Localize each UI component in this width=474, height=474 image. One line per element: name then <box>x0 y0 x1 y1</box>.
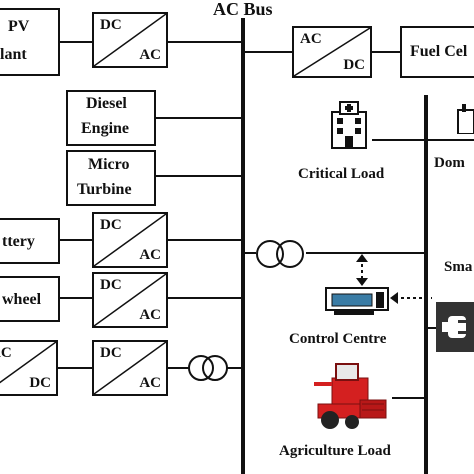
micro-label-line1: Micro <box>88 156 130 173</box>
converter-input-label: DC <box>100 277 122 293</box>
domestic-load-label: Dom <box>434 155 465 171</box>
dc-ac-converter-bottom: DC AC <box>92 340 168 396</box>
transformer-icon <box>256 240 304 268</box>
micro-turbine-box: Micro Turbine <box>66 150 156 206</box>
pv-plant-label-line2: lant <box>0 46 27 63</box>
converter-output-label: DC <box>29 375 51 391</box>
plug-icon <box>436 302 474 352</box>
flywheel-label: wheel <box>2 291 42 308</box>
converter-input-label: AC <box>300 31 322 47</box>
diesel-label-line1: Diesel <box>86 95 127 112</box>
pv-plant-box: PV lant <box>0 8 60 76</box>
critical-load-label: Critical Load <box>298 166 385 182</box>
converter-output-label: AC <box>139 247 161 263</box>
converter-input-label: DC <box>100 17 122 33</box>
battery-label: ttery <box>2 233 35 250</box>
converter-input-label: AC <box>0 345 12 361</box>
converter-input-label: DC <box>100 345 122 361</box>
agriculture-load-label: Agriculture Load <box>279 443 391 459</box>
flywheel-box: wheel <box>0 276 60 322</box>
transformer-icon <box>188 355 228 381</box>
converter-input-label: DC <box>100 217 122 233</box>
hospital-icon <box>331 101 367 149</box>
diesel-engine-box: Diesel Engine <box>66 90 156 146</box>
ac-dc-converter-fuel-cell: AC DC <box>292 26 372 78</box>
ac-dc-converter-left: AC DC <box>0 340 58 396</box>
fuel-cell-box: Fuel Cel <box>400 26 474 78</box>
house-icon <box>457 104 474 134</box>
control-centre-label: Control Centre <box>289 331 387 347</box>
control-card-icon <box>325 287 389 315</box>
diesel-label-line2: Engine <box>81 120 130 137</box>
ac-bus-title: AC Bus <box>213 0 273 19</box>
dc-ac-converter-battery: DC AC <box>92 212 168 268</box>
dc-ac-converter-flywheel: DC AC <box>92 272 168 328</box>
converter-output-label: DC <box>343 57 365 73</box>
smart-label: Sma <box>444 259 473 275</box>
micro-label-line2: Turbine <box>77 181 132 198</box>
converter-output-label: AC <box>139 307 161 323</box>
converter-output-label: AC <box>139 47 161 63</box>
fuel-cell-label: Fuel Cel <box>410 43 468 60</box>
pv-plant-label-line1: PV <box>8 18 30 35</box>
converter-output-label: AC <box>139 375 161 391</box>
dc-ac-converter-pv: DC AC <box>92 12 168 68</box>
battery-box: ttery <box>0 218 60 264</box>
harvester-icon <box>314 363 387 429</box>
